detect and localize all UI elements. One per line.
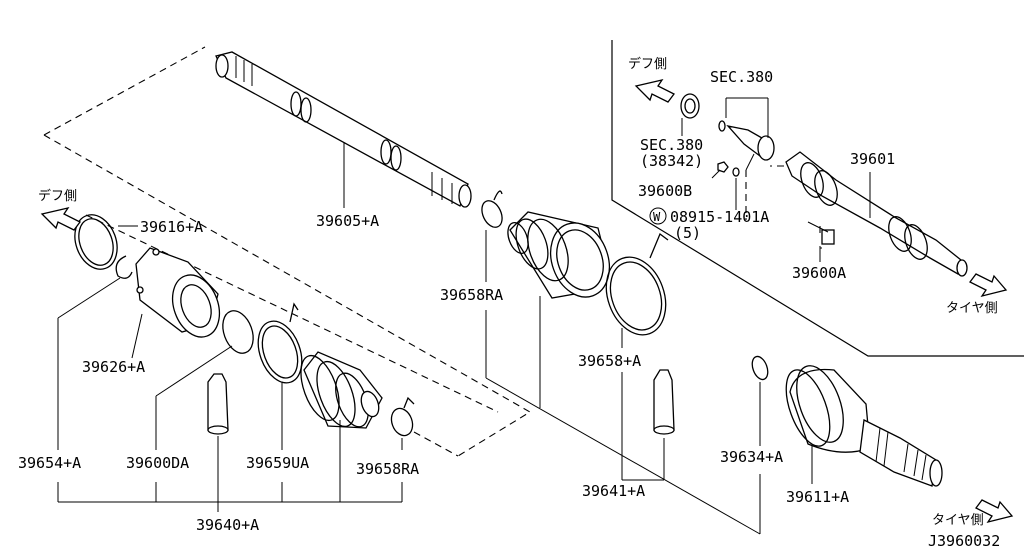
housing-39626 (135, 247, 221, 338)
label-39600DA: 39600DA (126, 454, 189, 472)
label-washer-symbol: W (653, 210, 661, 224)
label-39659UA: 39659UA (246, 454, 309, 472)
diagram-id: J3960032 (928, 532, 1000, 550)
label-39640A: 39640+A (196, 516, 259, 534)
arrow-tire-top-icon (969, 273, 1008, 298)
label-39658RA-top: 39658RA (440, 286, 503, 304)
label-39634A: 39634+A (720, 448, 783, 466)
outer-boot-band (605, 232, 669, 336)
boot-band-lower (390, 396, 415, 437)
label-tire-side-bottom: タイヤ側 (932, 513, 984, 528)
boot-band-39659UA (257, 302, 303, 384)
label-sec380-top: SEC.380 (710, 68, 773, 86)
outer-joint (785, 365, 943, 487)
drive-shaft (215, 51, 472, 208)
outer-boot (507, 211, 610, 299)
snap-ring-39600DA (222, 310, 254, 354)
grease-tube-left (207, 373, 229, 435)
label-39658A: 39658+A (578, 352, 641, 370)
label-diff-side-left: デフ側 (38, 188, 77, 204)
label-39641A: 39641+A (582, 482, 645, 500)
label-39605A: 39605+A (316, 212, 379, 230)
arrow-diff-left-icon (40, 206, 81, 231)
inset-flange (718, 120, 775, 161)
boot-band-upper (481, 190, 503, 228)
inset-washer (732, 167, 740, 177)
label-sec380-mid: SEC.380 (640, 136, 703, 154)
label-08915-qty: (5) (674, 224, 701, 242)
label-39611A: 39611+A (786, 488, 849, 506)
label-tire-side-top: タイヤ側 (946, 301, 998, 316)
label-39626A: 39626+A (82, 358, 145, 376)
inset-nut-39600B (717, 161, 729, 173)
label-39658RA-bottom: 39658RA (356, 460, 419, 478)
label-39654A: 39654+A (18, 454, 81, 472)
label-39600B: 39600B (638, 182, 692, 200)
circlip-39654 (115, 255, 133, 279)
label-08915: 08915-1401A (670, 208, 769, 226)
inset-frame (611, 40, 1024, 357)
arrow-tire-bottom-icon (975, 499, 1014, 524)
snap-ring-39616 (74, 214, 118, 270)
label-39600A: 39600A (792, 264, 846, 282)
inset-shaft-39601 (785, 151, 968, 277)
label-39616A: 39616+A (140, 218, 203, 236)
grease-tube-right (653, 369, 675, 435)
arrow-diff-top-icon (634, 78, 675, 103)
leader-lines (57, 97, 871, 535)
circlip-right (751, 355, 769, 381)
label-39601: 39601 (850, 150, 895, 168)
label-sec380-sub: (38342) (640, 152, 703, 170)
washer-symbol-icon (649, 207, 667, 225)
inset-oil-seal (680, 93, 700, 119)
label-diff-side-top: デフ側 (628, 56, 667, 72)
inset-bolt-39600A (807, 221, 835, 245)
inner-boot (300, 351, 383, 429)
